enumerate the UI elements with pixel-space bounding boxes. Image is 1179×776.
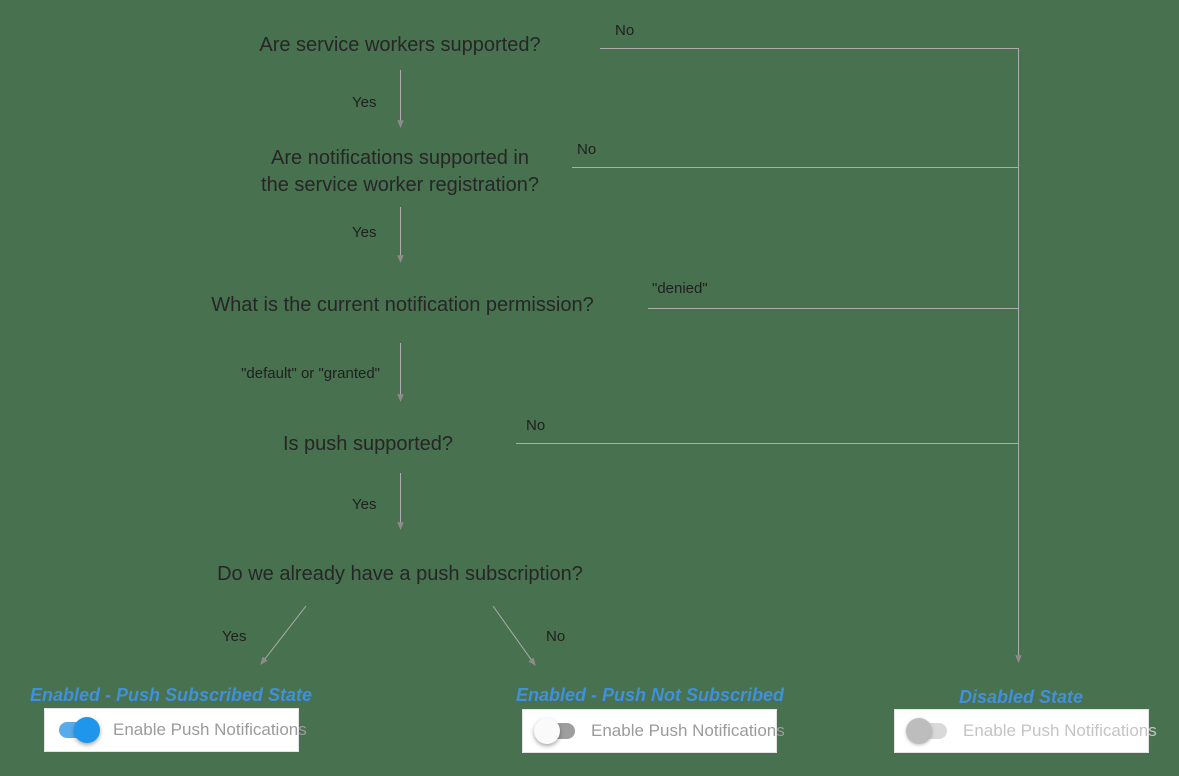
push-toggle-card-disabled: Enable Push Notifications: [894, 709, 1157, 753]
edge-label-q1-no: No: [615, 22, 635, 39]
edge-label-q1-yes: Yes: [352, 94, 377, 111]
question-service-workers-supported: Are service workers supported?: [259, 34, 541, 56]
outcome-title-disabled: Disabled State: [958, 687, 1084, 707]
toggle-knob: [534, 718, 560, 744]
toggle-label: Enable Push Notifications: [113, 720, 307, 739]
toggle-label: Enable Push Notifications: [591, 721, 785, 740]
edge-q5-yes-arrow: [260, 605, 307, 665]
outcome-title-push-subscribed: Enabled - Push Subscribed State: [29, 685, 313, 705]
push-toggle-card-not-subscribed: Enable Push Notifications: [522, 709, 785, 753]
edge-label-q3-denied: "denied": [652, 280, 708, 297]
edge-label-q4-no: No: [526, 417, 546, 434]
edge-q5-no-arrow: [492, 605, 536, 666]
push-toggle-switch-disabled-icon: [906, 718, 950, 744]
toggle-label: Enable Push Notifications: [963, 721, 1157, 740]
push-toggle-switch-on-icon[interactable]: [56, 717, 100, 743]
question-push-supported: Is push supported?: [282, 433, 454, 455]
toggle-knob: [906, 718, 932, 744]
toggle-knob: [74, 717, 100, 743]
edge-label-q2-yes: Yes: [352, 224, 377, 241]
edge-label-q2-no: No: [577, 141, 597, 158]
edge-label-q5-no: No: [546, 628, 566, 645]
push-toggle-switch-off-icon[interactable]: [534, 718, 578, 744]
edge-label-q3-default-or-granted: "default" or "granted": [241, 365, 380, 382]
edge-label-q5-yes: Yes: [222, 628, 247, 645]
push-toggle-card-subscribed: Enable Push Notifications: [44, 708, 307, 752]
question-existing-push-subscription: Do we already have a push subscription?: [217, 563, 583, 585]
question-notifications-supported: Are notifications supported in the servi…: [261, 147, 539, 196]
edge-label-q4-yes: Yes: [352, 496, 377, 513]
question-notification-permission: What is the current notification permiss…: [211, 294, 594, 316]
